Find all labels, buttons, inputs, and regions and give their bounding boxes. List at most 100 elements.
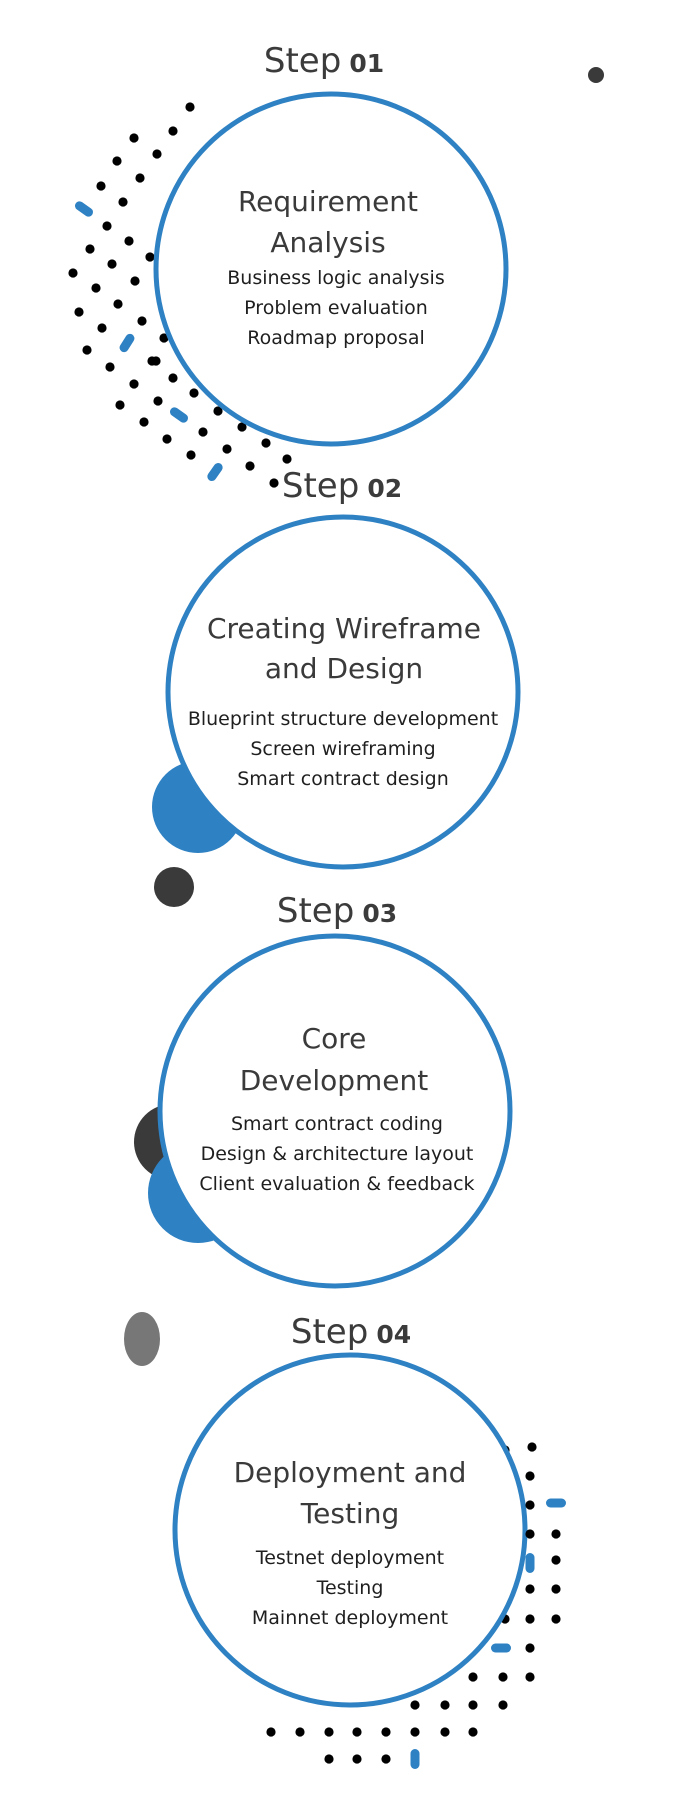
dash-decoration <box>410 1749 420 1769</box>
dot-decoration <box>352 1727 362 1737</box>
dash-decoration <box>207 462 223 482</box>
step-word: Step <box>282 466 359 506</box>
dot-decoration <box>74 307 84 317</box>
dark-blob-decoration <box>154 867 194 907</box>
dot-decoration <box>551 1584 561 1594</box>
step-item: Screen wireframing <box>250 738 435 760</box>
step-title: Testing <box>300 1497 399 1530</box>
dot-decoration <box>96 181 106 191</box>
step-item: Blueprint structure development <box>188 708 498 730</box>
step-label: Step 04 <box>291 1312 411 1352</box>
dot-decoration <box>410 1727 420 1737</box>
dot-decoration <box>525 1500 535 1510</box>
dot-decoration <box>186 450 196 460</box>
dot-decoration <box>527 1442 537 1452</box>
dot-decoration <box>115 400 125 410</box>
step-circle <box>172 1352 528 1708</box>
step-title: Development <box>240 1064 429 1097</box>
dot-decoration <box>498 1700 508 1710</box>
step-word: Step <box>264 41 341 81</box>
dot-decoration <box>324 1727 334 1737</box>
step-3: Step 03 Core Development Smart contract c… <box>157 891 513 1289</box>
dot-decoration <box>222 444 232 454</box>
step-label: Step 03 <box>277 891 397 931</box>
dot-decoration <box>551 1614 561 1624</box>
step-title: and Design <box>265 652 423 685</box>
step-title: Analysis <box>270 226 385 259</box>
step-title: Core <box>302 1022 367 1055</box>
dot-decoration <box>295 1727 305 1737</box>
step-item: Roadmap proposal <box>247 327 425 349</box>
dot-decoration <box>381 1754 391 1764</box>
dot-decoration <box>468 1700 478 1710</box>
dot-decoration <box>129 133 139 143</box>
dot-decoration <box>198 427 208 437</box>
dot-decoration <box>159 333 169 343</box>
dot-decoration <box>112 156 122 166</box>
step-label: Step 02 <box>282 466 402 506</box>
dash-decoration <box>119 333 135 353</box>
dot-decoration <box>269 478 279 488</box>
dot-pattern <box>266 1442 566 1769</box>
dot-decoration <box>129 379 139 389</box>
step-circle <box>165 514 521 870</box>
dot-decoration <box>381 1727 391 1737</box>
step-item: Smart contract coding <box>231 1113 443 1135</box>
dot-decoration <box>189 388 199 398</box>
dot-decoration <box>410 1700 420 1710</box>
dot-decoration <box>525 1471 535 1481</box>
dot-decoration <box>352 1754 362 1764</box>
dot-decoration <box>185 102 195 112</box>
dot-decoration <box>525 1584 535 1594</box>
dot-decoration <box>151 356 161 366</box>
dot-pattern <box>68 102 292 488</box>
step-item: Mainnet deployment <box>252 1607 448 1629</box>
dot-decoration <box>102 221 112 231</box>
dot-decoration <box>107 259 117 269</box>
dash-decoration <box>169 407 189 423</box>
dot-decoration <box>97 323 107 333</box>
dot-decoration <box>152 149 162 159</box>
dot-decoration <box>135 173 145 183</box>
step-number: 04 <box>376 1320 411 1349</box>
dot-decoration <box>237 422 247 432</box>
step-item: Client evaluation & feedback <box>199 1173 474 1195</box>
step-word: Step <box>291 1312 368 1352</box>
dash-decoration <box>491 1643 511 1653</box>
dot-decoration <box>525 1643 535 1653</box>
dot-decoration <box>124 236 134 246</box>
dot-decoration <box>213 406 223 416</box>
step-item: Design & architecture layout <box>201 1143 474 1165</box>
step-title: Deployment and <box>234 1456 467 1489</box>
dash-decoration <box>525 1553 535 1573</box>
dot-decoration <box>282 454 292 464</box>
dot-decoration <box>498 1672 508 1682</box>
dot-decoration <box>91 283 101 293</box>
dot-decoration <box>118 197 128 207</box>
dot-decoration <box>468 1672 478 1682</box>
dot-decoration <box>168 373 178 383</box>
dash-decoration <box>74 201 94 217</box>
step-item: Testing <box>316 1577 384 1599</box>
step-number: 02 <box>367 474 402 503</box>
step-number: 03 <box>362 899 397 928</box>
dot-decoration <box>145 252 155 262</box>
step-circle <box>157 933 513 1289</box>
dot-decoration <box>551 1555 561 1565</box>
step-item: Problem evaluation <box>244 297 428 319</box>
dot-decoration <box>245 461 255 471</box>
step-circle <box>153 91 509 447</box>
dot-decoration <box>551 1529 561 1539</box>
step-word: Step <box>277 891 354 931</box>
step-number: 01 <box>349 49 384 78</box>
dot-decoration <box>324 1754 334 1764</box>
dark-dot-decoration <box>588 67 604 83</box>
dot-decoration <box>168 126 178 136</box>
dot-decoration <box>105 362 115 372</box>
step-item: Business logic analysis <box>227 267 444 289</box>
dot-decoration <box>85 244 95 254</box>
dot-decoration <box>440 1727 450 1737</box>
